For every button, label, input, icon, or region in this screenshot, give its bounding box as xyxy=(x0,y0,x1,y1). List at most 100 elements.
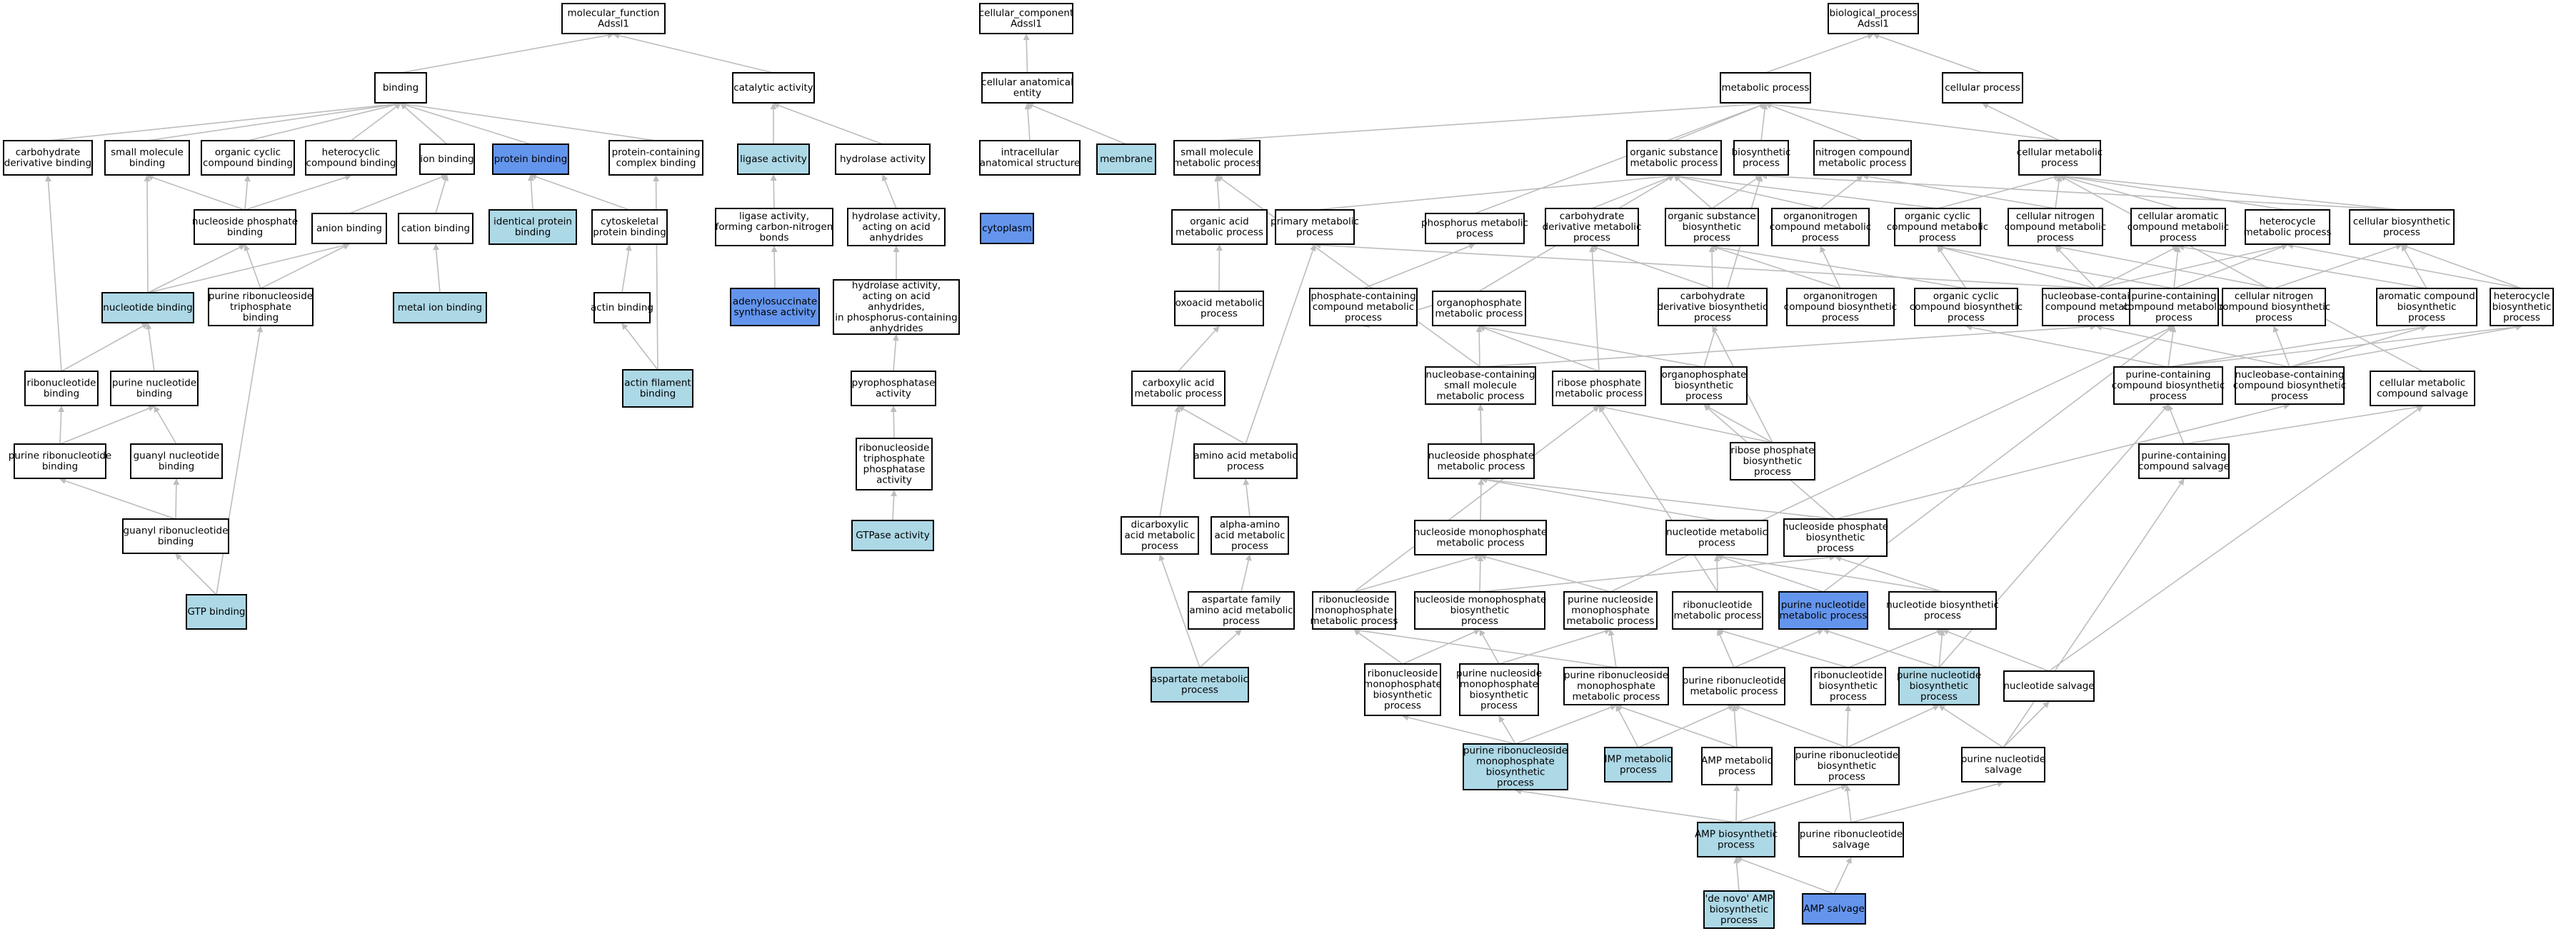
go-term-node[interactable]: metal ion binding xyxy=(393,292,487,323)
go-term-node[interactable]: ligase activity xyxy=(737,144,810,175)
go-term-node[interactable]: hydrolase activity xyxy=(835,144,931,175)
go-term-node[interactable]: ribonucleosidetriphosphatephosphataseact… xyxy=(856,438,933,490)
go-term-node[interactable]: ion binding xyxy=(419,144,475,175)
go-term-node[interactable]: hydrolase activity,acting on acidanhydri… xyxy=(847,208,946,246)
go-term-node[interactable]: hydrolase activity,acting on acidanhydri… xyxy=(833,279,960,335)
go-term-node[interactable]: GTPase activity xyxy=(851,520,934,551)
go-term-node[interactable]: AMP salvage xyxy=(1802,893,1866,925)
go-term-node[interactable]: ribonucleosidemonophosphatebiosyntheticp… xyxy=(1363,663,1442,716)
go-term-node[interactable]: purine nucleosidemonophosphatemetabolic … xyxy=(1563,591,1658,630)
go-term-node[interactable]: anion binding xyxy=(311,213,387,244)
go-term-node[interactable]: GTP binding xyxy=(186,594,247,630)
go-term-node[interactable]: cation binding xyxy=(398,213,473,244)
go-term-node[interactable]: purine ribonucleosidemonophosphatebiosyn… xyxy=(1463,743,1568,790)
go-term-node[interactable]: nucleotide binding xyxy=(101,292,194,323)
go-term-node[interactable]: nucleotide salvage xyxy=(2003,670,2095,702)
go-term-node[interactable]: protein binding xyxy=(492,144,569,175)
go-term-node[interactable]: metabolic process xyxy=(1720,72,1811,104)
go-term-node[interactable]: binding xyxy=(374,72,427,104)
go-term-node[interactable]: catalytic activity xyxy=(732,72,815,104)
go-term-node[interactable]: membrane xyxy=(1096,144,1156,175)
go-term-node[interactable]: nucleoside monophosphatebiosyntheticproc… xyxy=(1413,591,1546,630)
go-term-node[interactable]: purine ribonucleosidemonophosphatemetabo… xyxy=(1563,667,1669,705)
go-term-node[interactable]: ligase activity,forming carbon-nitrogenb… xyxy=(715,208,833,246)
go-term-node[interactable]: cellular process xyxy=(1942,72,2023,104)
go-term-node[interactable]: cytoplasm xyxy=(980,213,1034,244)
